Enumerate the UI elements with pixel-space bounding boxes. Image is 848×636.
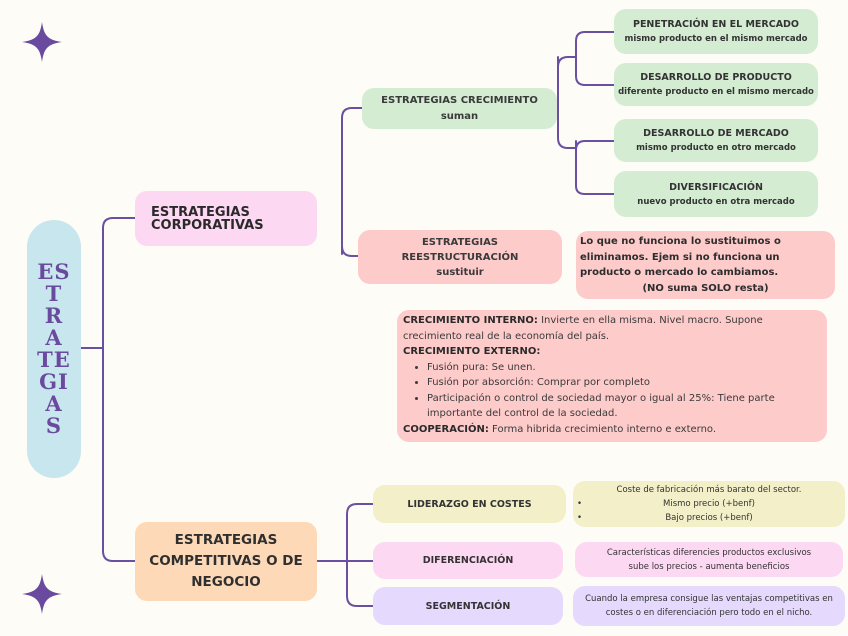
connector-group1 [575,31,615,58]
description-text: Características diferencies productos ex… [606,547,812,558]
connector-group2 [575,140,615,151]
node-title: NEGOCIO [191,574,261,590]
node-subtitle: suman [440,110,479,122]
root-title-line: ES [37,259,71,284]
connector-group2b [575,140,615,195]
connector-group1b [575,56,615,86]
label-crecimiento-interno: CRECIMIENTO INTERNO: [403,315,538,326]
description-text: costes o en diferenciación pero todo en … [605,608,813,618]
root-title-line: A [45,325,63,350]
liderazgo-description: Coste de fabricación más barato del sect… [573,481,845,527]
connector-crec-group [557,56,577,149]
root-node-estrategias[interactable]: ES T R A TE GI A S [27,220,81,478]
label-cooperacion: COOPERACIÓN: [403,423,489,435]
description-text: Cuando la empresa consigue las ventajas … [585,594,833,604]
list-item: Fusión pura: Se unen. [427,360,821,376]
node-estrategias-corporativas[interactable]: ESTRATEGIAS CORPORATIVAS [135,191,317,246]
connector-corp-to-reestructuracion [341,199,359,257]
node-title: ESTRATEGIAS [151,204,250,220]
description-text: sube los precios - aumenta beneficios [628,561,790,572]
node-title: DESARROLLO DE MERCADO [643,128,789,139]
node-title: REESTRUCTURACIÓN [401,251,519,263]
node-subtitle: diferente producto en el mismo mercado [618,87,814,97]
node-subtitle: mismo producto en el mismo mercado [624,34,808,44]
root-title-line: S [45,413,63,438]
bullet-item: Bajo precios (+benf) [573,511,845,525]
node-desarrollo-mercado[interactable]: DESARROLLO DE MERCADO mismo producto en … [614,119,818,162]
text-crecimiento-interno: Invierte en ella misma. Nivel macro. Sup… [403,315,763,342]
description-note: (NO suma SOLO resta) [642,282,769,294]
node-diversificacion[interactable]: DIVERSIFICACIÓN nuevo producto en otra m… [614,171,818,217]
node-estrategias-reestructuracion[interactable]: ESTRATEGIAS REESTRUCTURACIÓN sustituir [358,230,562,284]
node-title: ESTRATEGIAS [174,532,278,548]
node-liderazgo-costes[interactable]: LIDERAZGO EN COSTES [373,485,566,523]
crecimiento-detail-box: CRECIMIENTO INTERNO: Invierte en ella mi… [397,310,827,442]
root-title-line: TE [37,347,71,372]
externo-list: Fusión pura: Se unen. Fusión por absorci… [403,360,821,422]
node-penetracion-mercado[interactable]: PENETRACIÓN EN EL MERCADO mismo producto… [614,9,818,54]
node-estrategias-crecimiento[interactable]: ESTRATEGIAS CRECIMIENTO suman [362,88,557,129]
reestructuracion-description: Lo que no funciona lo sustituimos o elim… [576,231,835,299]
sparkle-star-icon [20,572,64,616]
sparkle-star-icon [20,20,64,64]
node-diferenciacion[interactable]: DIFERENCIACIÓN [373,542,563,579]
connector-corp-to-crecimiento [341,107,363,255]
list-item: Fusión por absorción: Comprar por comple… [427,375,821,391]
node-subtitle: mismo producto en otro mercado [636,143,796,153]
segmentacion-description: Cuando la empresa consigue las ventajas … [573,586,845,626]
node-subtitle: sustituir [436,266,484,278]
connector-root-to-corporativas [102,217,136,349]
node-subtitle: nuevo producto en otra mercado [637,196,795,207]
node-title: SEGMENTACIÓN [425,600,511,612]
connector-crec-group-top [557,56,577,68]
root-title-line: A [45,391,63,416]
node-title: COMPETITIVAS O DE [149,553,303,569]
node-estrategias-competitivas[interactable]: ESTRATEGIAS COMPETITIVAS O DE NEGOCIO [135,522,317,601]
label-crecimiento-externo: CRECIMIENTO EXTERNO: [403,346,541,357]
node-title: DESARROLLO DE PRODUCTO [640,72,792,83]
root-title-line: T [45,281,63,306]
diferenciacion-description: Características diferencies productos ex… [575,542,843,577]
connector-compet-to-liderazgo [346,503,374,562]
node-desarrollo-producto[interactable]: DESARROLLO DE PRODUCTO diferente product… [614,63,818,106]
list-item: Participación o control de sociedad mayo… [427,391,821,422]
node-title: PENETRACIÓN EN EL MERCADO [632,19,800,30]
root-title-line: R [44,303,64,328]
node-segmentacion[interactable]: SEGMENTACIÓN [373,587,563,625]
node-title: LIDERAZGO EN COSTES [407,498,532,510]
node-title: ESTRATEGIAS CRECIMIENTO [381,94,538,106]
description-text: Lo que no funciona lo sustituimos o elim… [580,236,781,278]
description-text: Coste de fabricación más barato del sect… [616,485,802,495]
connector-root-to-competitivas [102,347,136,562]
text-cooperacion: Forma hibrida crecimiento interno e exte… [488,423,717,435]
node-title: DIFERENCIACIÓN [422,555,514,566]
root-title-line: GI [39,369,69,394]
node-title: ESTRATEGIAS [421,236,499,248]
bullet-item: Mismo precio (+benf) [573,497,845,511]
node-title: CORPORATIVAS [151,217,264,233]
connector-compet-to-segmentacion [346,560,374,607]
node-title: DIVERSIFICACIÓN [669,181,763,193]
